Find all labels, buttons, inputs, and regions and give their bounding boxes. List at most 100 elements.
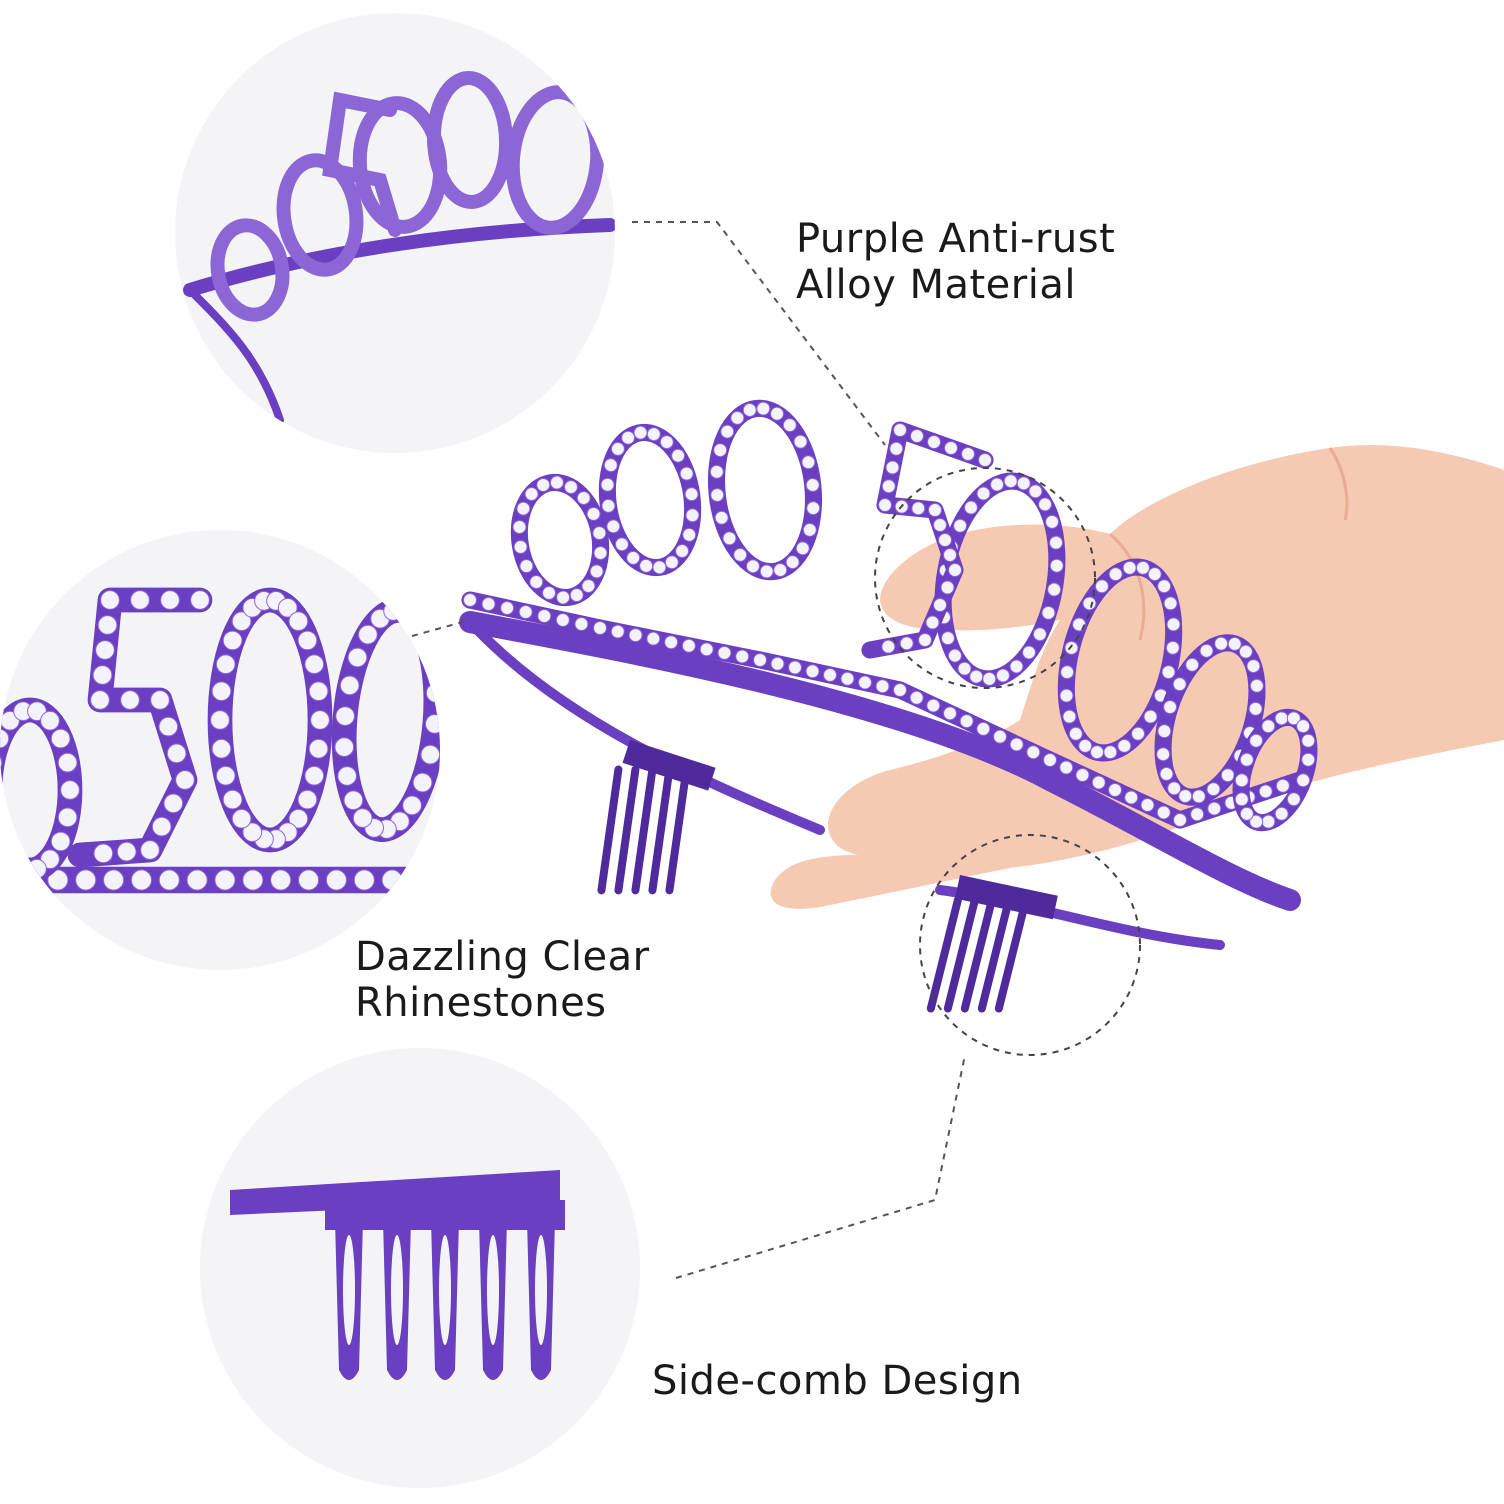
rhinestone — [940, 580, 955, 595]
rhinestone — [899, 636, 914, 651]
rhinestone — [1090, 745, 1104, 760]
rhinestone — [420, 744, 440, 765]
rhinestone — [0, 752, 3, 773]
rhinestone — [589, 564, 604, 579]
rhinestone — [1286, 792, 1301, 807]
rhinestone — [339, 675, 360, 696]
rhinestone — [210, 710, 230, 730]
rhinestone — [714, 510, 729, 525]
tiara-loop — [1057, 558, 1183, 762]
rhinestone — [722, 531, 737, 546]
rhinestone — [1043, 753, 1057, 767]
rhinestone — [304, 654, 325, 675]
rhinestone — [735, 649, 750, 664]
tiara-loop — [210, 218, 290, 322]
rhinestone — [990, 477, 1005, 492]
rhinestone — [889, 441, 904, 456]
rhinestone — [909, 690, 924, 705]
rhinestone — [959, 714, 974, 729]
rhinestone — [1238, 644, 1253, 659]
rhinestone — [163, 793, 184, 814]
rhinestone — [993, 729, 1007, 744]
rhinestone — [75, 869, 97, 891]
rhinestone — [412, 772, 433, 793]
rhinestone — [893, 683, 907, 697]
comb-tooth — [977, 895, 1013, 1013]
rhinestone — [95, 640, 115, 660]
rhinestone — [1091, 775, 1106, 790]
comb-tooth — [943, 895, 979, 1013]
rhinestone — [1016, 476, 1031, 491]
rhinestone — [713, 443, 728, 458]
rhinestone — [0, 728, 10, 749]
rhinestone — [593, 546, 608, 560]
caption-rhinestones-line1: Dazzling Clear — [355, 934, 650, 980]
rhinestone — [603, 458, 618, 473]
rhinestone — [953, 518, 968, 533]
rhinestone — [961, 447, 975, 461]
rhinestone — [270, 869, 292, 891]
rhinestone — [304, 765, 325, 786]
rhinestone — [158, 716, 179, 737]
rhinestone — [1296, 719, 1311, 734]
rhinestone — [190, 590, 210, 610]
rhinestone — [938, 533, 952, 547]
comb-tooth-slot — [487, 1235, 499, 1345]
rhinestone — [626, 550, 641, 565]
rhinestone — [50, 728, 71, 749]
rhinestone — [910, 429, 924, 443]
rhinestone — [1248, 701, 1263, 716]
highlight-circle-comb — [919, 834, 1141, 1056]
rhinestone — [709, 464, 724, 479]
rhinestone — [1124, 790, 1139, 805]
rhinestone — [976, 721, 991, 736]
rhinestone — [679, 466, 694, 481]
rhinestone — [759, 564, 774, 579]
tiara-loop — [426, 71, 514, 209]
caption-material-line2: Alloy Material — [796, 262, 1076, 308]
rhinestone — [840, 671, 855, 686]
rhinestone — [1207, 801, 1222, 816]
rhinestone — [1249, 678, 1264, 693]
rhinestone — [1301, 733, 1316, 748]
rhinestone — [1239, 752, 1254, 767]
rhinestone — [878, 498, 892, 512]
rhinestone — [353, 869, 375, 891]
rhinestone — [512, 520, 527, 534]
rhinestone — [593, 621, 607, 635]
comb-tooth — [994, 895, 1030, 1013]
rhinestone — [1026, 745, 1041, 760]
rhinestone — [116, 841, 137, 862]
rhinestone — [556, 590, 571, 605]
rhinestone — [1108, 567, 1123, 582]
rhinestone — [717, 645, 732, 660]
rhinestone — [158, 869, 180, 891]
hand-crease — [1328, 447, 1349, 521]
rhinestone — [242, 869, 264, 891]
rhinestone — [933, 598, 947, 612]
rhinestone — [150, 690, 170, 710]
inset-top — [175, 13, 615, 453]
hand-icon — [770, 444, 1504, 909]
rhinestone — [222, 789, 243, 810]
rhinestone — [911, 501, 926, 516]
rhinestone — [1049, 535, 1064, 550]
rhinestone — [753, 653, 767, 667]
rhinestone — [885, 460, 900, 475]
caption-material-line1: Purple Anti-rust — [796, 216, 1116, 262]
rhinestone — [1258, 784, 1273, 799]
rhinestone — [402, 795, 422, 816]
rhinestone — [773, 563, 788, 577]
rhinestone — [947, 648, 962, 663]
rhinestone — [1038, 497, 1053, 512]
inset-bottom-bg — [200, 1048, 640, 1488]
rhinestone — [60, 780, 80, 800]
tiara-loop — [510, 473, 610, 607]
rhinestone — [1178, 789, 1193, 804]
rhinestone — [1261, 719, 1276, 734]
rhinestone — [1060, 665, 1075, 680]
rhinestone — [600, 477, 615, 492]
rhinestone — [347, 647, 368, 668]
inset-bottom — [200, 1048, 640, 1488]
comb-tooth — [614, 765, 640, 895]
